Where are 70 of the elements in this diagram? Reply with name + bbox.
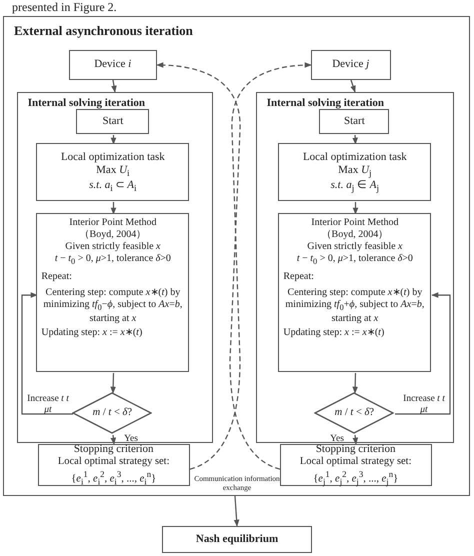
method-text: （Boyd, 2004） — [78, 229, 148, 242]
box-title: Stopping criterion — [316, 442, 396, 456]
process-box — [68, 50, 157, 80]
arrow — [352, 434, 358, 445]
method-text: Interior Point Method — [310, 217, 400, 230]
arrow — [110, 135, 116, 145]
box-text: Max U$_{j}$ — [338, 164, 372, 179]
box-text: Device i — [94, 58, 132, 72]
method-text: Interior Point Method — [68, 217, 158, 230]
box-text: Device j — [332, 58, 370, 72]
box-text: Local optimal strategy set: — [300, 456, 412, 469]
edge-label: Increase t t μt — [402, 394, 446, 417]
iteration-frame — [256, 92, 454, 443]
box-text: Max U$_{i}$ — [96, 164, 130, 179]
box-text: s.t. a$_{j}$ ∈ A$_{j}$ — [330, 178, 380, 194]
decision-diamond — [314, 392, 394, 434]
box-title: Local optimization task — [60, 150, 165, 164]
box-text: Nash equilibrium — [196, 532, 278, 546]
edge-label: Yes — [329, 434, 345, 444]
method-text: Given strictly feasible x — [306, 241, 404, 254]
decision-diamond — [72, 392, 152, 434]
frame-title: External asynchronous iteration — [14, 23, 194, 39]
box-text: Local optimal strategy set: — [58, 456, 170, 469]
arrow — [234, 496, 240, 527]
method-text: （Boyd, 2004） — [320, 229, 390, 242]
iteration-frame — [16, 92, 213, 443]
frame-title: Internal solving iteration — [28, 96, 146, 109]
page-text: presented in Figure 2. — [12, 0, 118, 14]
arrow — [395, 292, 451, 415]
box-title: Stopping criterion — [74, 442, 154, 456]
box-text: s.t. a$_{i}$ ⊂ A$_{i}$ — [89, 178, 137, 194]
dashed-arrow — [190, 62, 312, 470]
arrow — [350, 80, 356, 93]
arrow — [111, 80, 117, 93]
method-text: Repeat: — [41, 271, 73, 284]
method-text: t − t$_{0}$ > 0, μ>1, tolerance δ>0 — [54, 253, 172, 268]
method-text: Repeat: — [283, 271, 315, 284]
process-box — [162, 526, 312, 553]
process-box — [278, 213, 432, 372]
method-text: Given strictly feasible x — [64, 241, 162, 254]
process-box — [280, 444, 432, 486]
condition-text: m / t < δ? — [92, 407, 132, 420]
process-box — [310, 50, 391, 80]
box-text: Start — [102, 115, 124, 128]
edge-label: Increase t t μt — [26, 394, 70, 417]
dashed-arrow — [156, 62, 280, 470]
method-text: t − t$_{0}$ > 0, μ>1, tolerance δ>0 — [296, 253, 414, 268]
process-box — [76, 109, 150, 134]
arrow — [110, 202, 116, 215]
box-text: Start — [344, 115, 365, 128]
box-text: {e$_{i}$$^{1}$, e$_{i}$$^{2}$, e$_{i}$$^{3}$, ..., e$_{i}$$^{n}$} — [71, 468, 156, 487]
arrow — [352, 202, 358, 215]
method-text: Updating step: x := x∗(t) — [283, 327, 386, 340]
arrow — [110, 434, 116, 445]
process-box — [36, 213, 190, 372]
arrow — [352, 372, 358, 394]
box-text: {e$_{j}$$^{1}$, e$_{j}$$^{2}$, e$_{j}$$^{3}$, ..., e$_{j}$$^{n}$} — [313, 468, 398, 487]
edge-label: Yes — [123, 434, 139, 444]
frame-title: Internal solving iteration — [266, 96, 386, 109]
arrow — [21, 292, 73, 415]
condition-text: m / t < δ? — [334, 407, 374, 420]
arrow — [352, 134, 358, 145]
method-text: Updating step: x := x∗(t) — [41, 327, 144, 340]
box-title: Local optimization task — [302, 150, 407, 164]
process-box — [319, 109, 390, 134]
process-box — [278, 143, 432, 202]
process-box — [36, 143, 190, 202]
outer-frame — [3, 16, 470, 496]
process-box — [38, 444, 190, 486]
arrow — [110, 372, 116, 394]
